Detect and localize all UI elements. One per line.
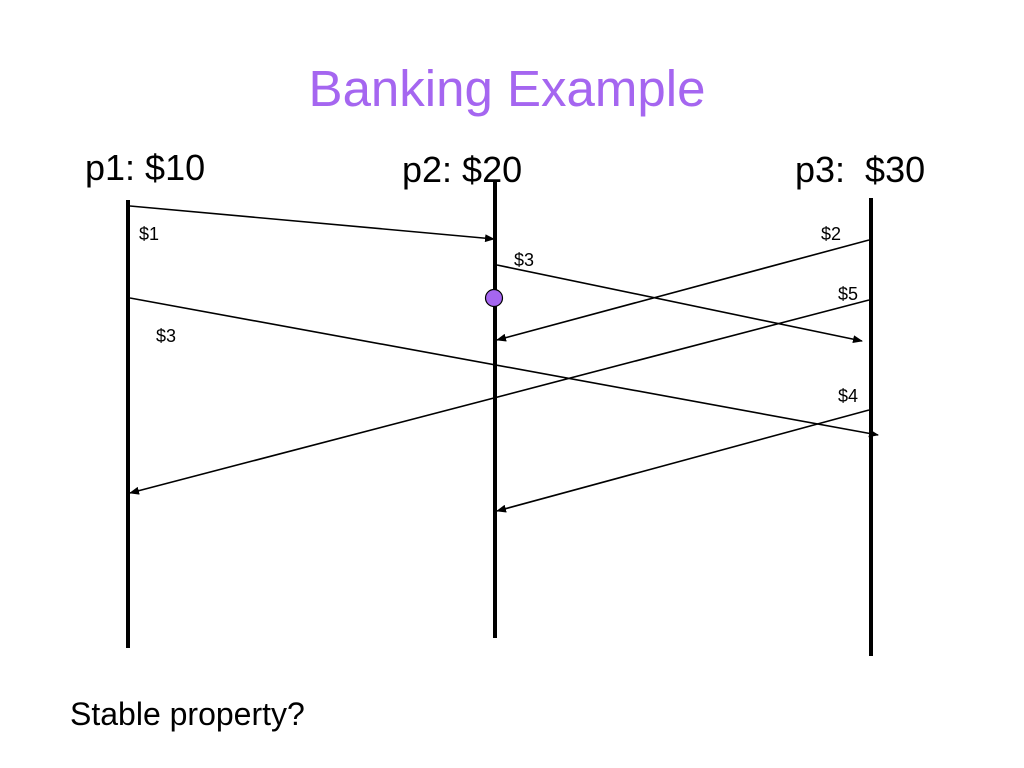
snapshot-marker	[484, 288, 504, 308]
message-arrow-m1	[129, 205, 495, 243]
process-label-p1: p1: $10	[85, 147, 206, 188]
message-arrow-m3a	[496, 264, 863, 344]
message-arrow-m2	[496, 239, 870, 342]
process-label-p2: p2: $20	[402, 149, 523, 190]
process-label-p3: p3: $30	[795, 149, 926, 190]
message-label-m3b: $3	[156, 326, 177, 346]
message-label-m3a: $3	[514, 250, 535, 270]
message-label-m5: $5	[838, 284, 859, 304]
message-label-m4: $4	[838, 386, 859, 406]
message-arrow-m3b	[129, 297, 879, 438]
message-label-m2: $2	[821, 224, 842, 244]
message-arrow-m4	[496, 409, 870, 513]
message-arrow-m5	[129, 299, 870, 495]
message-label-m1: $1	[139, 224, 160, 244]
question-text: Stable property?	[70, 696, 305, 732]
slide-title: Banking Example	[308, 60, 706, 117]
